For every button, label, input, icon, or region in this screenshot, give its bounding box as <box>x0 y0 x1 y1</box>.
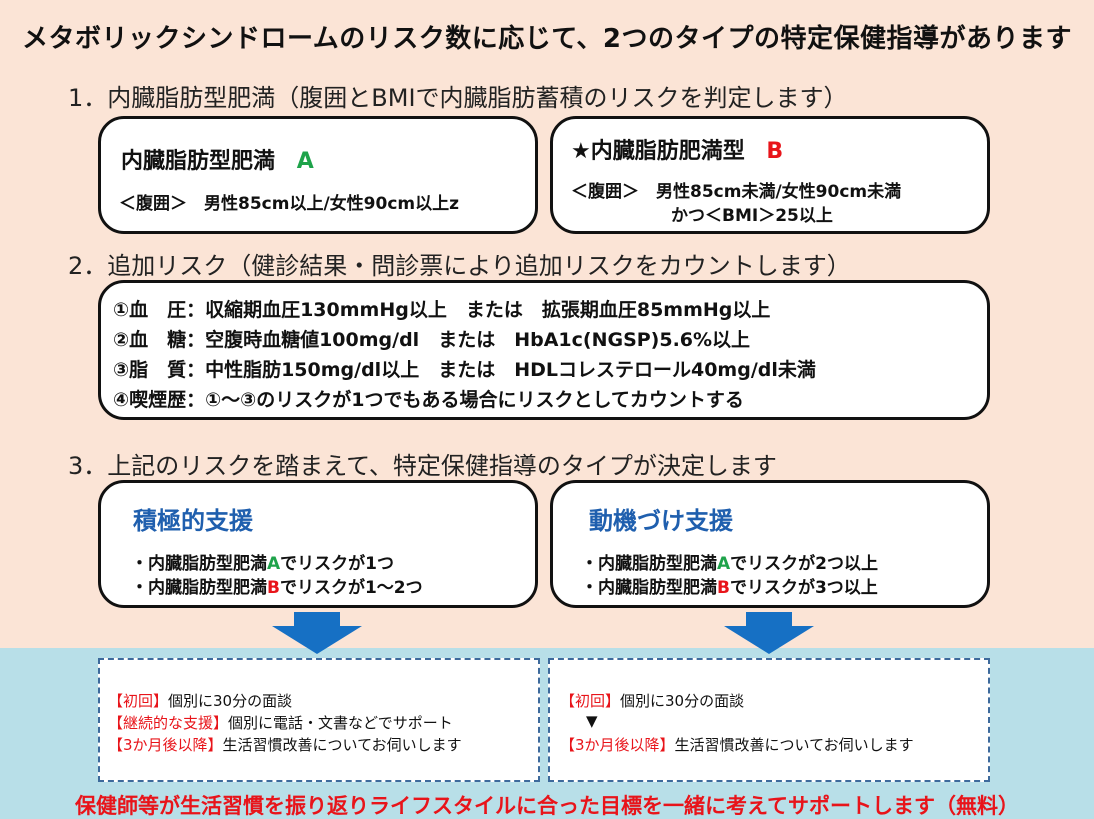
active-support-box: 積極的支援 ・内臓脂肪型肥満Aでリスクが1つ ・内臓脂肪型肥満Bでリスクが1～2… <box>98 480 538 608</box>
down-arrow-icon <box>724 612 814 654</box>
risk-blood-sugar: ②血 糖：空腹時血糖値100mg/dl または HbA1c(NGSP)5.6%以… <box>113 329 751 351</box>
obesity-b-criteria-1: ＜腹囲＞ 男性85cm未満/女性90cm未満 <box>571 182 902 202</box>
obesity-a-title: 内臓脂肪型肥満 A <box>121 149 314 174</box>
triangle-down-icon: ▼ <box>586 712 598 730</box>
motivation-support-box: 動機づけ支援 ・内臓脂肪型肥満Aでリスクが2つ以上 ・内臓脂肪型肥満Bでリスクが… <box>550 480 990 608</box>
additional-risk-box: ①血 圧：収縮期血圧130mmHg以上 または 拡張期血圧85mmHg以上 ②血… <box>98 280 990 420</box>
detail-line-after-3-months: 【3か月後以降】生活習慣改善についてお伺いします <box>108 736 462 754</box>
motivation-support-title: 動機づけ支援 <box>589 507 733 535</box>
active-support-line-2: ・内臓脂肪型肥満Bでリスクが1～2つ <box>131 578 423 598</box>
active-support-title: 積極的支援 <box>133 507 253 535</box>
letter-a: A <box>296 149 314 174</box>
obesity-a-criteria: ＜腹囲＞ 男性85cm以上/女性90cm以上z <box>119 194 459 214</box>
obesity-b-title: ★内臓脂肪肥満型 B <box>571 139 784 164</box>
down-arrow-icon <box>272 612 362 654</box>
page-title: メタボリックシンドロームのリスク数に応じて、2つのタイプの特定保健指導があります <box>21 24 1072 54</box>
obesity-a-box: 内臓脂肪型肥満 A ＜腹囲＞ 男性85cm以上/女性90cm以上z <box>98 116 538 234</box>
section2-heading: 2．追加リスク（健診結果・問診票により追加リスクをカウントします） <box>68 252 851 280</box>
section3-heading: 3．上記のリスクを踏まえて、特定保健指導のタイプが決定します <box>68 452 777 480</box>
detail-line-initial: 【初回】個別に30分の面談 <box>560 692 745 710</box>
active-support-line-1: ・内臓脂肪型肥満Aでリスクが1つ <box>131 554 395 574</box>
detail-line-initial: 【初回】個別に30分の面談 <box>108 692 293 710</box>
motivation-support-line-2: ・内臓脂肪型肥満Bでリスクが3つ以上 <box>581 578 878 598</box>
active-support-detail: 【初回】個別に30分の面談 【継続的な支援】個別に電話・文書などでサポート 【3… <box>98 658 540 782</box>
detail-line-after-3-months: 【3か月後以降】生活習慣改善についてお伺いします <box>560 736 914 754</box>
obesity-b-criteria-2: かつ＜BMI＞25以上 <box>671 206 833 226</box>
risk-smoking: ④喫煙歴：①～③のリスクが1つでもある場合にリスクとしてカウントする <box>113 389 744 411</box>
footer-note: 保健師等が生活習慣を振り返りライフスタイルに合った目標を一緒に考えてサポートしま… <box>75 794 1019 818</box>
motivation-support-line-1: ・内臓脂肪型肥満Aでリスクが2つ以上 <box>581 554 879 574</box>
letter-b: B <box>766 139 784 164</box>
motivation-support-detail: 【初回】個別に30分の面談 ▼ 【3か月後以降】生活習慣改善についてお伺いします <box>548 658 990 782</box>
section1-heading: 1．内臓脂肪型肥満（腹囲とBMIで内臓脂肪蓄積のリスクを判定します） <box>68 84 848 112</box>
risk-blood-pressure: ①血 圧：収縮期血圧130mmHg以上 または 拡張期血圧85mmHg以上 <box>113 299 771 321</box>
detail-line-continuous: 【継続的な支援】個別に電話・文書などでサポート <box>108 714 453 732</box>
obesity-b-box: ★内臓脂肪肥満型 B ＜腹囲＞ 男性85cm未満/女性90cm未満 かつ＜BMI… <box>550 116 990 234</box>
risk-lipid: ③脂 質：中性脂肪150mg/dl以上 または HDLコレステロール40mg/d… <box>113 359 816 381</box>
